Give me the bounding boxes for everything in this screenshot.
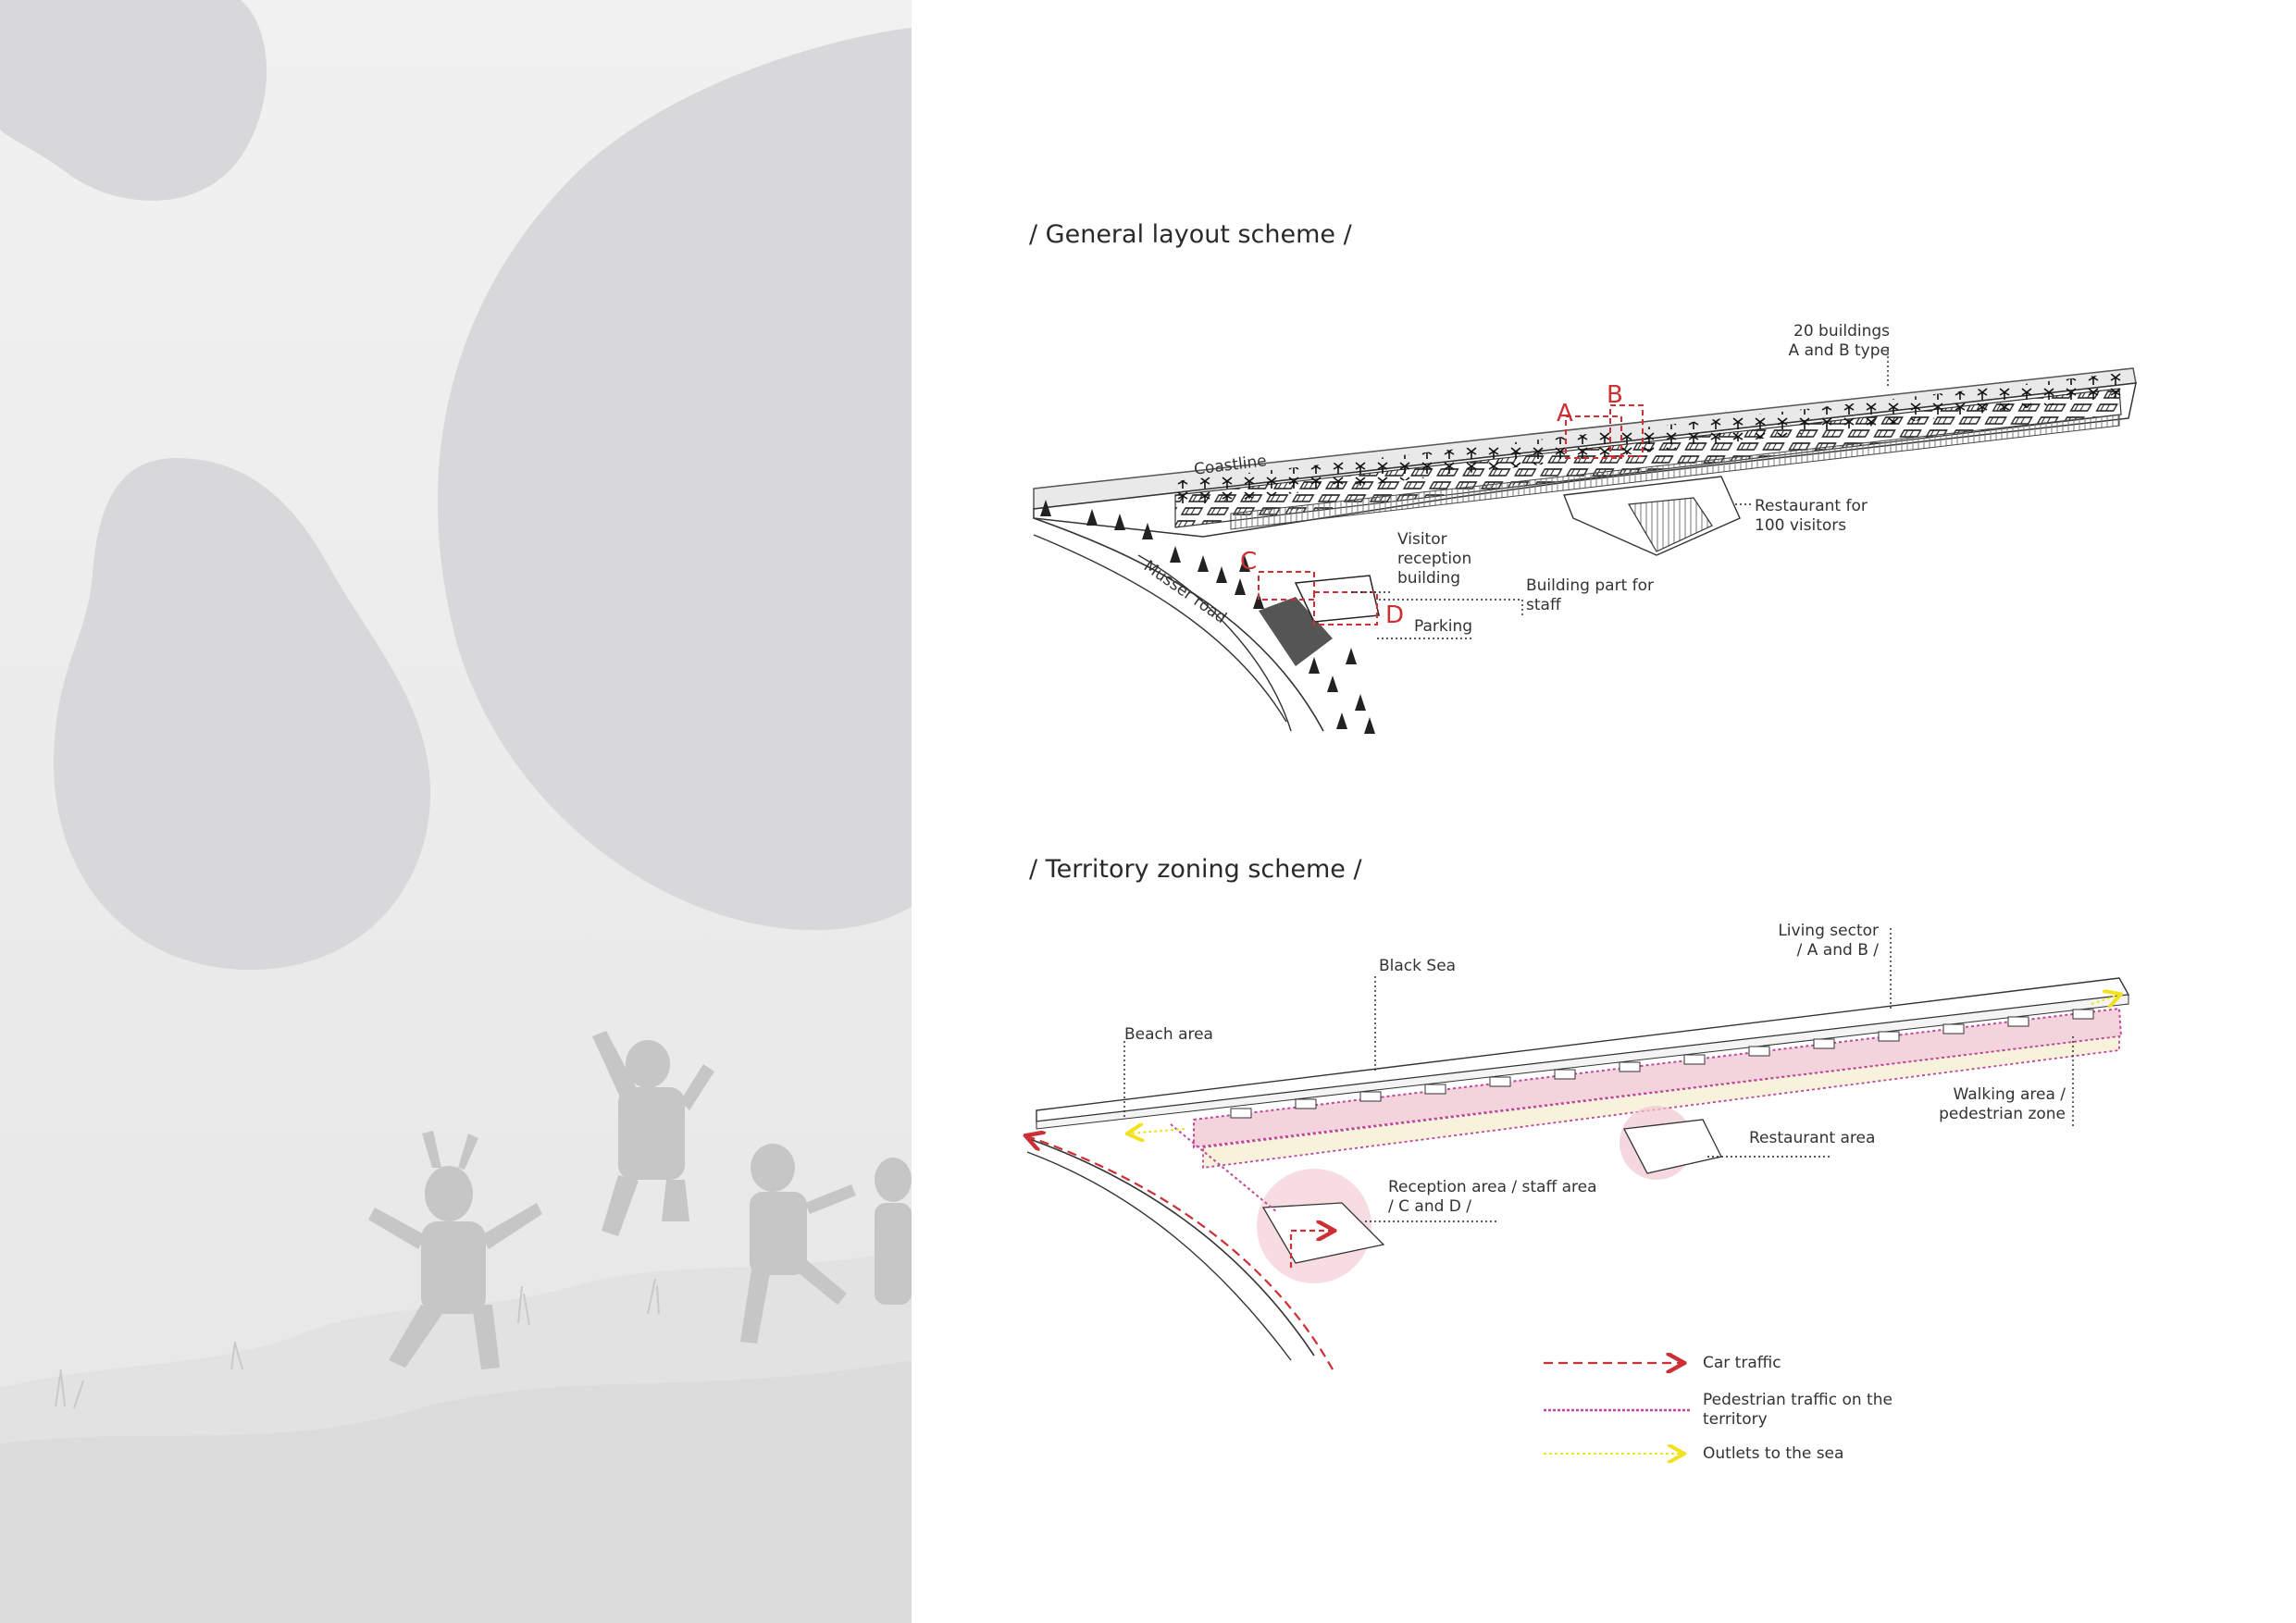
legend-outlet-label: Outlets to the sea bbox=[1703, 1444, 1844, 1463]
label-walking-area: Walking area / pedestrian zone bbox=[1908, 1085, 2066, 1124]
label-restaurant-100: Restaurant for 100 visitors bbox=[1755, 497, 1868, 536]
general-layout-heading: / General layout scheme / bbox=[1029, 220, 1352, 249]
label-restaurant-area: Restaurant area bbox=[1749, 1129, 1876, 1147]
label-buildings: 20 buildings A and B type bbox=[1751, 322, 1890, 361]
label-reception-area: Reception area / staff area / C and D / bbox=[1388, 1178, 1596, 1217]
diagrams-canvas bbox=[912, 347, 2137, 1623]
label-walking-l1: Walking area / bbox=[1953, 1085, 2066, 1104]
marker-b: B bbox=[1607, 381, 1623, 409]
photo-background bbox=[0, 0, 912, 1623]
label-restaurant-l1: Restaurant for bbox=[1755, 497, 1868, 515]
label-staff-l2: staff bbox=[1526, 596, 1561, 614]
left-photo-panel bbox=[0, 0, 912, 1623]
legend-pedestrian-l2: territory bbox=[1703, 1410, 1768, 1429]
label-visitor-l3: building bbox=[1397, 569, 1461, 588]
label-staff-building: Building part for staff bbox=[1526, 576, 1654, 615]
label-reception-l1: Reception area / staff area bbox=[1388, 1178, 1597, 1196]
label-visitor-reception: Visitor reception building bbox=[1397, 530, 1471, 588]
label-black-sea: Black Sea bbox=[1379, 957, 1457, 975]
territory-zoning-heading: / Territory zoning scheme / bbox=[1029, 855, 1362, 884]
people-silhouettes bbox=[368, 1031, 912, 1369]
legend-car-label: Car traffic bbox=[1703, 1354, 1781, 1372]
label-walking-l2: pedestrian zone bbox=[1939, 1105, 2066, 1123]
legend-lines bbox=[1544, 1363, 1692, 1454]
label-buildings-l2: A and B type bbox=[1788, 341, 1890, 360]
blob-top-left bbox=[0, 0, 267, 201]
general-layout-drawing bbox=[1033, 347, 2137, 734]
legend-pedestrian-label: Pedestrian traffic on the territory bbox=[1703, 1391, 1893, 1430]
label-parking: Parking bbox=[1414, 617, 1473, 636]
marker-c: C bbox=[1240, 548, 1258, 576]
label-living-sector: Living sector / A and B / bbox=[1740, 922, 1879, 960]
label-staff-l1: Building part for bbox=[1526, 576, 1655, 595]
blob-right bbox=[437, 28, 912, 931]
marker-d: D bbox=[1385, 601, 1405, 629]
label-living-l2: / A and B / bbox=[1796, 941, 1879, 960]
label-visitor-l1: Visitor bbox=[1397, 530, 1447, 549]
blob-left-pear bbox=[53, 458, 431, 971]
legend-pedestrian-l1: Pedestrian traffic on the bbox=[1703, 1391, 1893, 1409]
territory-zoning-drawing bbox=[1027, 928, 2130, 1370]
label-visitor-l2: reception bbox=[1397, 550, 1472, 568]
label-living-l1: Living sector bbox=[1778, 922, 1879, 940]
label-buildings-l1: 20 buildings bbox=[1793, 322, 1890, 341]
label-restaurant-l2: 100 visitors bbox=[1755, 516, 1847, 535]
marker-a: A bbox=[1557, 400, 1573, 427]
label-beach-area: Beach area bbox=[1124, 1025, 1213, 1044]
grass bbox=[55, 1278, 660, 1409]
label-reception-l2: / C and D / bbox=[1388, 1197, 1472, 1216]
